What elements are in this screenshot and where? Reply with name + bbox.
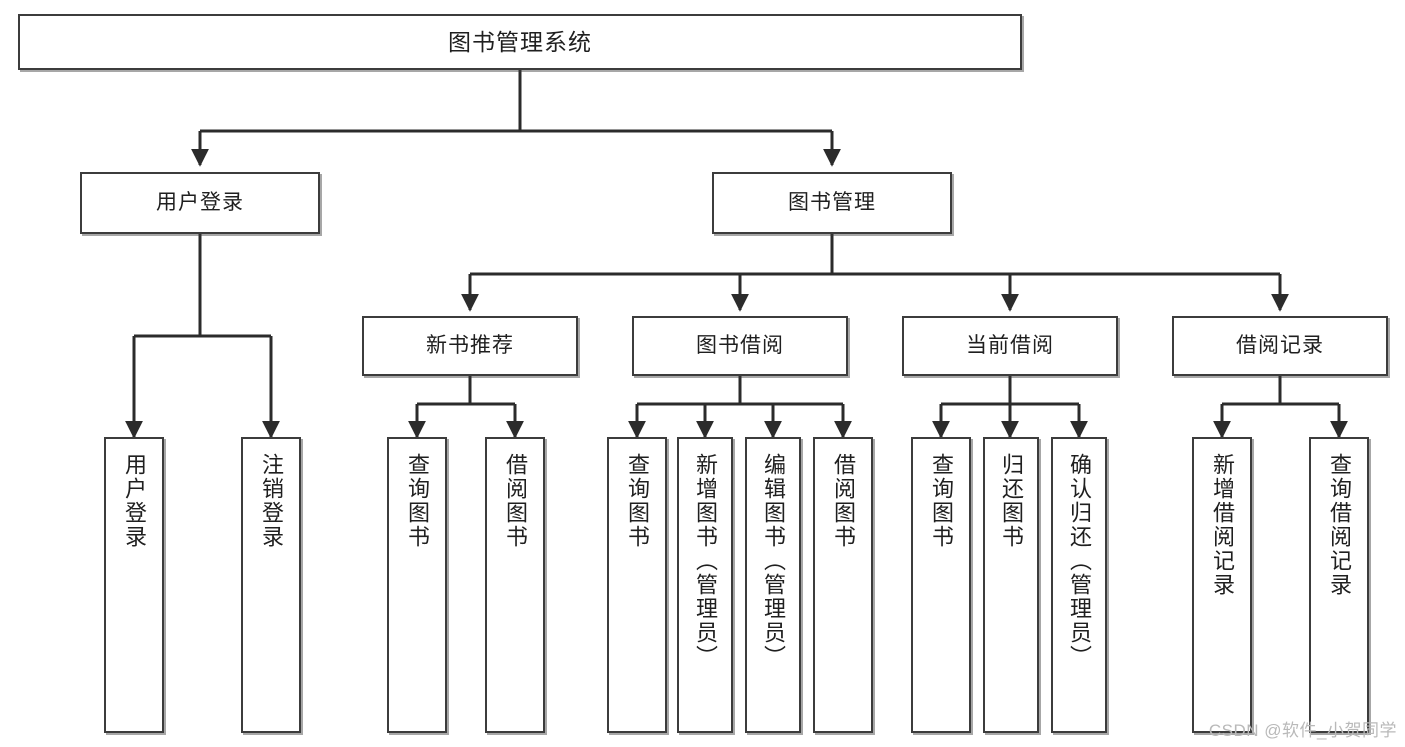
node-borrow-record[interactable]: 借阅记录 bbox=[1172, 316, 1388, 376]
node-label: 当前借阅 bbox=[966, 333, 1054, 357]
leaf-query-book-recommend[interactable]: 查询图书 bbox=[387, 437, 447, 733]
node-label: 用户登录 bbox=[121, 453, 147, 549]
leaf-add-borrow-record[interactable]: 新增借阅记录 bbox=[1192, 437, 1252, 733]
leaf-borrow-book[interactable]: 借阅图书 bbox=[813, 437, 873, 733]
node-new-book-recommend[interactable]: 新书推荐 bbox=[362, 316, 578, 376]
node-label: 归还图书 bbox=[998, 453, 1024, 549]
leaf-query-borrow-record[interactable]: 查询借阅记录 bbox=[1309, 437, 1369, 733]
node-label: 借阅图书 bbox=[502, 453, 528, 549]
leaf-confirm-return-admin[interactable]: 确认归还（管理员） bbox=[1051, 437, 1107, 733]
node-label: 查询图书 bbox=[404, 453, 430, 549]
node-label: 确认归还（管理员） bbox=[1066, 453, 1092, 669]
node-label: 查询图书 bbox=[624, 453, 650, 549]
leaf-user-login[interactable]: 用户登录 bbox=[104, 437, 164, 733]
node-label: 借阅记录 bbox=[1236, 333, 1324, 357]
node-current-borrow[interactable]: 当前借阅 bbox=[902, 316, 1118, 376]
node-book-management[interactable]: 图书管理 bbox=[712, 172, 952, 234]
node-label: 新书推荐 bbox=[426, 333, 514, 357]
leaf-logout[interactable]: 注销登录 bbox=[241, 437, 301, 733]
node-label: 图书管理 bbox=[788, 190, 876, 214]
leaf-return-book[interactable]: 归还图书 bbox=[983, 437, 1039, 733]
node-label: 图书借阅 bbox=[696, 333, 784, 357]
leaf-edit-book-admin[interactable]: 编辑图书（管理员） bbox=[745, 437, 801, 733]
leaf-borrow-book-recommend[interactable]: 借阅图书 bbox=[485, 437, 545, 733]
node-label: 编辑图书（管理员） bbox=[760, 453, 786, 669]
node-user-login[interactable]: 用户登录 bbox=[80, 172, 320, 234]
node-label: 查询借阅记录 bbox=[1326, 453, 1352, 597]
node-label: 新增借阅记录 bbox=[1209, 453, 1235, 597]
node-book-borrow[interactable]: 图书借阅 bbox=[632, 316, 848, 376]
node-label: 查询图书 bbox=[928, 453, 954, 549]
node-label: 用户登录 bbox=[156, 190, 244, 214]
node-root-system[interactable]: 图书管理系统 bbox=[18, 14, 1022, 70]
node-label: 借阅图书 bbox=[830, 453, 856, 549]
leaf-query-book-borrow[interactable]: 查询图书 bbox=[607, 437, 667, 733]
node-label: 新增图书（管理员） bbox=[692, 453, 718, 669]
node-label: 注销登录 bbox=[258, 453, 284, 549]
leaf-add-book-admin[interactable]: 新增图书（管理员） bbox=[677, 437, 733, 733]
node-label: 图书管理系统 bbox=[448, 28, 592, 55]
leaf-query-book-current[interactable]: 查询图书 bbox=[911, 437, 971, 733]
